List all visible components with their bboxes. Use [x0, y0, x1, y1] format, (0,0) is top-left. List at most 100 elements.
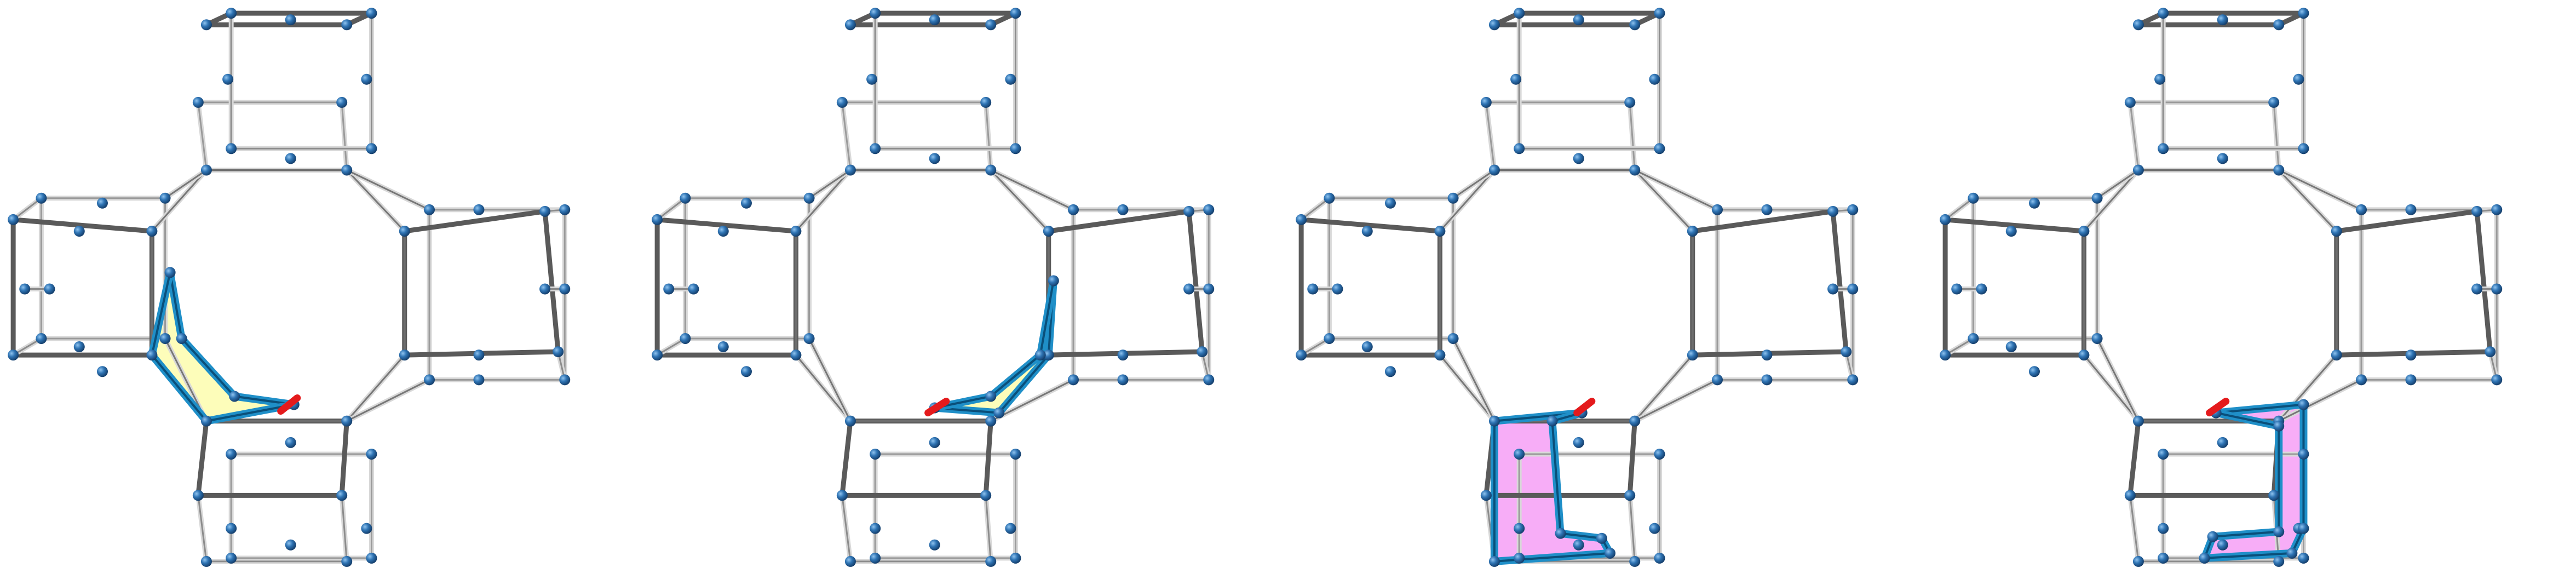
atom	[36, 192, 47, 204]
panel-3	[1296, 8, 1859, 567]
atom	[1010, 552, 1021, 564]
atom	[929, 153, 940, 164]
atom	[1514, 143, 1525, 154]
atom	[1324, 333, 1335, 344]
bond	[346, 354, 406, 422]
atom	[1649, 523, 1660, 534]
atom	[1434, 349, 1446, 361]
atom	[200, 19, 212, 31]
atom	[929, 437, 940, 448]
atom	[285, 153, 296, 164]
bond	[1439, 354, 1496, 422]
atom	[652, 214, 663, 225]
atom	[1629, 19, 1641, 31]
atom	[2331, 226, 2342, 237]
atom	[336, 490, 348, 501]
atom	[1827, 283, 1839, 295]
atom	[790, 349, 802, 361]
atom	[680, 192, 691, 204]
atom	[2132, 164, 2144, 176]
bond	[2278, 169, 2362, 211]
atom	[159, 333, 171, 344]
atom	[2217, 437, 2228, 448]
atom	[2132, 19, 2144, 31]
atom	[176, 333, 187, 344]
bond	[2278, 379, 2362, 422]
atom	[192, 490, 204, 501]
atom	[36, 333, 47, 344]
atom	[2485, 346, 2496, 358]
atom	[2293, 73, 2304, 85]
bond	[2096, 337, 2140, 422]
atom	[2273, 19, 2285, 31]
atom	[539, 283, 551, 295]
atom	[980, 490, 992, 501]
bond	[808, 169, 852, 199]
atom	[2298, 8, 2309, 19]
atom	[2356, 204, 2367, 215]
atom	[1480, 490, 1492, 501]
bond	[808, 337, 852, 422]
atom	[559, 283, 571, 295]
atom	[1761, 204, 1773, 215]
atom	[740, 366, 752, 377]
bond	[1634, 354, 1694, 422]
bond	[840, 419, 853, 498]
atom	[399, 349, 410, 361]
bond	[795, 354, 852, 422]
panel-2	[652, 8, 1215, 567]
highlighted-edge	[1573, 398, 1596, 417]
atom	[1654, 448, 1665, 460]
atom-layer	[1940, 8, 2503, 567]
atom	[1197, 346, 1208, 358]
atom	[164, 267, 176, 278]
bond	[2083, 169, 2140, 232]
atom	[1847, 204, 1859, 215]
atom	[2273, 555, 2285, 567]
atom	[341, 415, 353, 427]
bond	[2273, 101, 2280, 171]
atom	[2491, 204, 2503, 215]
bond	[2096, 169, 2140, 199]
bond	[341, 101, 348, 171]
bond-network	[1298, 10, 1855, 564]
atom	[473, 374, 485, 386]
atom	[717, 226, 729, 237]
atom	[2158, 448, 2169, 460]
atom	[1203, 374, 1215, 386]
atom	[366, 552, 377, 564]
bond	[2278, 169, 2338, 232]
atom	[341, 19, 353, 31]
atom	[559, 374, 571, 386]
atom	[226, 552, 237, 564]
bond	[1627, 419, 1637, 498]
atom	[1183, 205, 1195, 217]
atom	[1296, 214, 1307, 225]
atom	[1546, 415, 1558, 427]
bond	[2128, 419, 2141, 498]
atom	[1488, 19, 1500, 31]
atom	[1068, 204, 1079, 215]
bond	[1942, 217, 2086, 234]
bond	[985, 101, 992, 171]
atom	[980, 96, 992, 108]
atom	[1654, 143, 1665, 154]
bond	[656, 197, 686, 221]
bond	[346, 379, 430, 422]
atom	[1514, 523, 1525, 534]
bond	[197, 494, 208, 563]
bond	[1629, 494, 1636, 563]
atom	[2132, 415, 2144, 427]
atom	[2028, 366, 2040, 377]
atom	[1951, 283, 1963, 295]
panel-4	[1940, 8, 2503, 567]
atom	[200, 415, 212, 427]
atom	[1434, 226, 1446, 237]
atom	[1510, 73, 1522, 85]
atom	[2356, 374, 2367, 386]
atom	[1514, 8, 1525, 19]
bond-network	[1942, 10, 2499, 564]
atom	[2132, 555, 2144, 567]
atom	[844, 555, 856, 567]
atom	[1654, 552, 1665, 564]
